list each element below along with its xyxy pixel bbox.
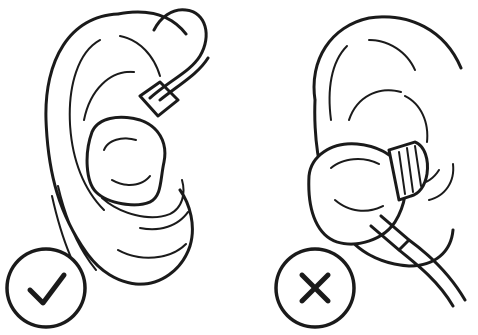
incorrect-fit-illustration — [239, 0, 478, 335]
hanging-cable — [399, 250, 453, 306]
ear-with-hook-illustration — [0, 0, 239, 335]
earbud-body — [87, 117, 165, 204]
ear-outline — [314, 17, 461, 100]
correct-fit-illustration — [0, 0, 239, 335]
correct-badge — [7, 249, 85, 327]
ear-without-hook-illustration — [239, 0, 478, 335]
incorrect-badge — [276, 249, 354, 327]
